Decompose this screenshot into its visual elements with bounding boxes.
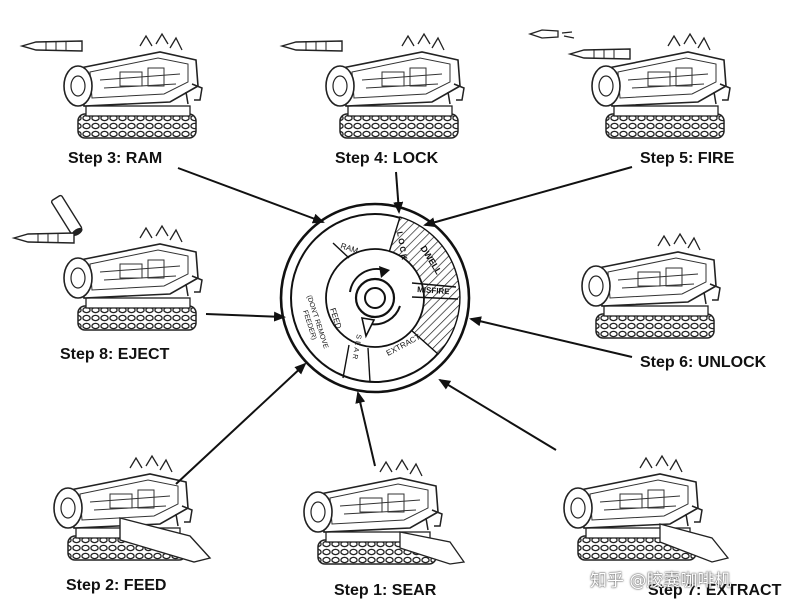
step-1-sear-label: Step 1: SEAR [334,582,437,599]
cycle-arrows [175,166,633,485]
step-2-feed-label: Step 2: FEED [66,577,167,594]
arrow-eject [205,311,286,322]
feed-illustration [53,455,212,563]
step-5-fire-label: Step 5: FIRE [640,150,735,167]
arrow-extract [438,378,557,451]
watermark: 知乎 @胶囊咖啡机 [590,571,732,591]
step-4-lock-label: Step 4: LOCK [335,150,439,167]
step-8-eject-label: Step 8: EJECT [60,346,170,363]
arrow-fire [423,166,633,228]
arrow-feed [175,362,307,485]
dial-label-misfire: MISFIRE [417,285,451,296]
cycle-dial: RAM LOCK DWELL MISFIRE EXTRACT SEAR FEED… [279,202,471,394]
extract-illustration [563,455,730,563]
step-3-ram-label: Step 3: RAM [68,150,163,167]
step-6-unlock-label: Step 6: UNLOCK [640,354,767,371]
rotation-arrow-bottom [369,305,401,326]
rotation-arrow-top [349,268,385,293]
arrow-sear [355,391,376,467]
fire-illustration [527,29,731,139]
unlock-illustration [581,233,721,339]
lock-illustration [281,33,465,139]
step-7-extract-label: Step 7: EXTRACT [648,582,782,599]
sear-illustration [303,459,466,565]
dial-label-sear: SEAR [350,334,362,362]
arrow-unlock [469,316,633,358]
arrow-ram [177,167,325,224]
arrow-lock [393,171,404,214]
ram-illustration [21,33,203,139]
eject-illustration [13,194,203,331]
dial-hub-center [364,287,386,309]
